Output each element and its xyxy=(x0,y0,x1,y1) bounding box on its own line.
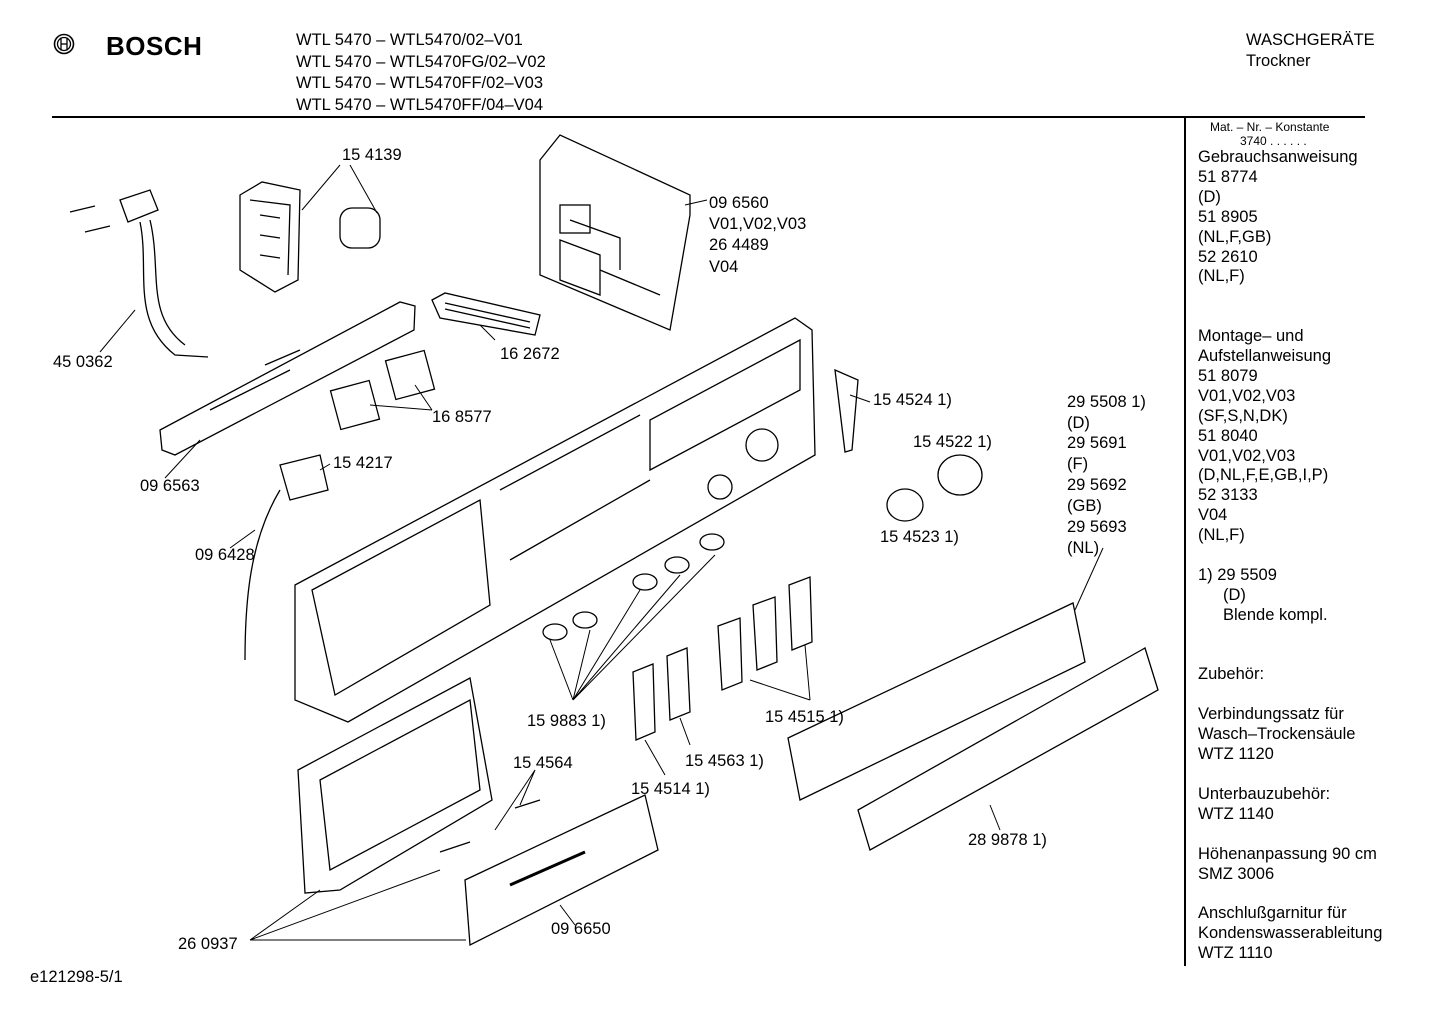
doc-line: 51 8079 xyxy=(1198,366,1258,385)
footnote-line: (D) xyxy=(1223,585,1246,604)
accessory-line: Unterbauzubehör: xyxy=(1198,784,1331,803)
part-label: 29 5691 xyxy=(1067,434,1127,452)
part-label: 09 6650 xyxy=(551,920,611,938)
part-label: 09 6563 xyxy=(140,477,200,495)
part-label: 29 5693 xyxy=(1067,518,1127,536)
part-label: 29 5692 xyxy=(1067,476,1127,494)
push-button-drawing xyxy=(632,576,813,741)
accessory-line: Kondenswasserableitung xyxy=(1198,924,1383,943)
doc-line: V01,V02,V03 xyxy=(1198,386,1296,405)
model-list: WTL 5470 – WTL5470/02–V01 WTL 5470 – WTL… xyxy=(296,30,546,116)
fascia-panel-drawing xyxy=(787,602,1086,801)
model-line: WTL 5470 – WTL5470FF/02–V03 xyxy=(296,74,544,92)
doc-line: 51 8774 xyxy=(1198,167,1258,186)
part-label: 15 4524 1) xyxy=(873,391,952,409)
spring-drawing xyxy=(542,533,725,641)
part-label: 15 4563 1) xyxy=(685,752,764,770)
footnote-line: Blende kompl. xyxy=(1223,605,1328,624)
part-variant-label: (D) xyxy=(1067,414,1090,432)
doc-line: 51 8905 xyxy=(1198,207,1258,226)
part-label: 45 0362 xyxy=(53,353,113,371)
doc-line: 52 2610 xyxy=(1198,247,1258,266)
doc-line: (NL,F) xyxy=(1198,526,1245,545)
doc-line: 52 3133 xyxy=(1198,486,1258,505)
part-label: 15 4522 1) xyxy=(913,433,992,451)
part-label: 15 9883 1) xyxy=(527,712,606,730)
wire-drawing xyxy=(244,489,281,661)
potentiometer-drawing xyxy=(329,379,381,431)
part-variant-label: (GB) xyxy=(1067,497,1102,515)
leader-lines xyxy=(99,164,1104,941)
part-label: 28 9878 1) xyxy=(968,831,1047,849)
trim-strip-drawing xyxy=(857,647,1159,851)
part-label: 29 5508 1) xyxy=(1067,393,1146,411)
part-label: 15 4523 1) xyxy=(880,528,959,546)
accessory-line: Verbindungssatz für xyxy=(1198,705,1344,724)
model-line: WTL 5470 – WTL5470/02–V01 xyxy=(296,31,523,49)
konstante-value: 3740 . . . . . . xyxy=(1240,134,1307,148)
accessory-line: WTZ 1140 xyxy=(1198,804,1274,823)
electronics-module-drawing xyxy=(539,134,691,331)
header-divider xyxy=(52,116,1365,118)
accessory-line: SMZ 3006 xyxy=(1198,864,1275,883)
accessories-title: Zubehör: xyxy=(1198,665,1265,684)
switch-drawing xyxy=(239,181,381,293)
doc-line: (NL,F) xyxy=(1198,267,1245,286)
part-label: 15 4514 1) xyxy=(631,780,710,798)
control-panel-drawing xyxy=(294,317,816,723)
brand-logo: BOSCH xyxy=(106,31,203,61)
part-label: 15 4139 xyxy=(342,146,402,164)
doc-line: Montage– und xyxy=(1198,327,1304,346)
power-cord-drawing xyxy=(69,189,209,358)
category-title: WASCHGERÄTE xyxy=(1246,31,1375,49)
model-line: WTL 5470 – WTL5470FF/04–V04 xyxy=(296,95,544,114)
part-label: 09 6428 xyxy=(195,546,255,564)
accessory-line: WTZ 1110 xyxy=(1198,944,1273,963)
footnote-line: 1) 29 5509 xyxy=(1198,565,1277,584)
drawer-drawing xyxy=(297,677,659,947)
part-variant-label: V04 xyxy=(709,258,739,276)
doc-line: (D) xyxy=(1198,187,1221,206)
category-block: WASCHGERÄTE Trockner xyxy=(1246,30,1375,72)
bosch-logo-icon xyxy=(53,33,75,55)
part-label: 16 2672 xyxy=(500,345,560,363)
circuit-board-drawing xyxy=(159,301,416,456)
part-label: 15 4515 1) xyxy=(765,708,844,726)
doc-line: 51 8040 xyxy=(1198,426,1258,445)
sidebar-divider xyxy=(1184,118,1186,966)
doc-line: (D,NL,F,E,GB,I,P) xyxy=(1198,466,1329,485)
doc-line: Aufstellanweisung xyxy=(1198,347,1331,366)
doc-line: Gebrauchsanweisung xyxy=(1198,148,1358,166)
accessory-line: Höhenanpassung 90 cm xyxy=(1198,844,1377,863)
accessory-line: Anschlußgarnitur für xyxy=(1198,904,1347,923)
part-label: 09 6560 xyxy=(709,194,769,212)
part-variant-label: (F) xyxy=(1067,455,1089,473)
part-label: 16 8577 xyxy=(432,408,492,426)
accessory-line: WTZ 1120 xyxy=(1198,745,1274,764)
doc-line: (SF,S,N,DK) xyxy=(1198,406,1288,425)
part-label: 26 0937 xyxy=(178,935,238,953)
doc-line: (NL,F,GB) xyxy=(1198,227,1272,246)
part-label: 15 4217 xyxy=(333,454,393,472)
part-label: 26 4489 xyxy=(709,236,769,254)
category-subtitle: Trockner xyxy=(1246,52,1311,70)
part-variant-label: (NL) xyxy=(1067,539,1100,557)
part-label: 15 4564 xyxy=(513,754,573,772)
document-id: e121298-5/1 xyxy=(30,968,123,986)
sidebar-notes: Gebrauchsanweisung 51 8774 (D) 51 8905 (… xyxy=(1198,148,1382,964)
accessory-line: Wasch–Trockensäule xyxy=(1198,725,1356,744)
doc-line: V01,V02,V03 xyxy=(1198,446,1296,465)
knob-drawing xyxy=(834,368,983,522)
doc-line: V04 xyxy=(1198,506,1228,525)
ribbon-cable-drawing xyxy=(431,292,541,336)
part-variant-label: V01,V02,V03 xyxy=(709,215,807,233)
model-line: WTL 5470 – WTL5470FG/02–V02 xyxy=(296,52,546,71)
konstante-label: Mat. – Nr. – Konstante xyxy=(1210,120,1330,134)
connector-drawing xyxy=(279,454,329,501)
